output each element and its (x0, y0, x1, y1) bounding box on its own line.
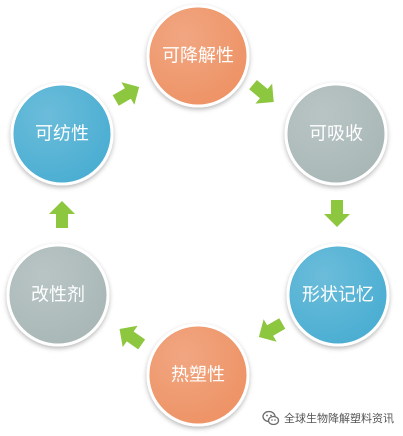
arrow-upper-right-to-lower-right (324, 200, 350, 227)
node-gloss (288, 86, 384, 182)
arrow-shape (249, 80, 274, 104)
arrow-shape (324, 200, 350, 227)
node-label: 改性剂 (31, 285, 85, 306)
node-upper-left: 可纺性 (10, 82, 114, 186)
node-bottom: 热塑性 (146, 323, 250, 427)
arrow-lower-right-to-bottom (258, 318, 286, 342)
node-label: 可吸收 (309, 124, 363, 145)
arrow-upper-left-to-top (112, 82, 140, 106)
watermark: 全球生物降解塑料资讯 (262, 408, 394, 428)
arrow-shape (49, 201, 75, 228)
node-label: 可纺性 (35, 124, 89, 145)
node-gloss (14, 86, 110, 182)
node-top: 可降解性 (146, 4, 250, 108)
wechat-logo-icon (262, 410, 280, 426)
node-gloss (150, 8, 246, 104)
node-lower-right: 形状记忆 (286, 243, 390, 347)
node-gloss (290, 247, 386, 343)
arrow-bottom-to-lower-left (119, 325, 146, 350)
node-lower-left: 改性剂 (6, 243, 110, 347)
node-gloss (10, 247, 106, 343)
arrow-top-to-upper-right (249, 80, 274, 104)
arrow-lower-left-to-upper-left (49, 201, 75, 228)
node-label: 热塑性 (171, 365, 225, 386)
watermark-text: 全球生物降解塑料资讯 (284, 412, 394, 425)
node-upper-right: 可吸收 (284, 82, 388, 186)
node-label: 形状记忆 (302, 285, 374, 306)
node-label: 可降解性 (162, 46, 234, 67)
arrow-shape (112, 82, 140, 106)
arrow-shape (119, 325, 146, 350)
node-gloss (150, 327, 246, 423)
arrow-shape (258, 318, 286, 342)
